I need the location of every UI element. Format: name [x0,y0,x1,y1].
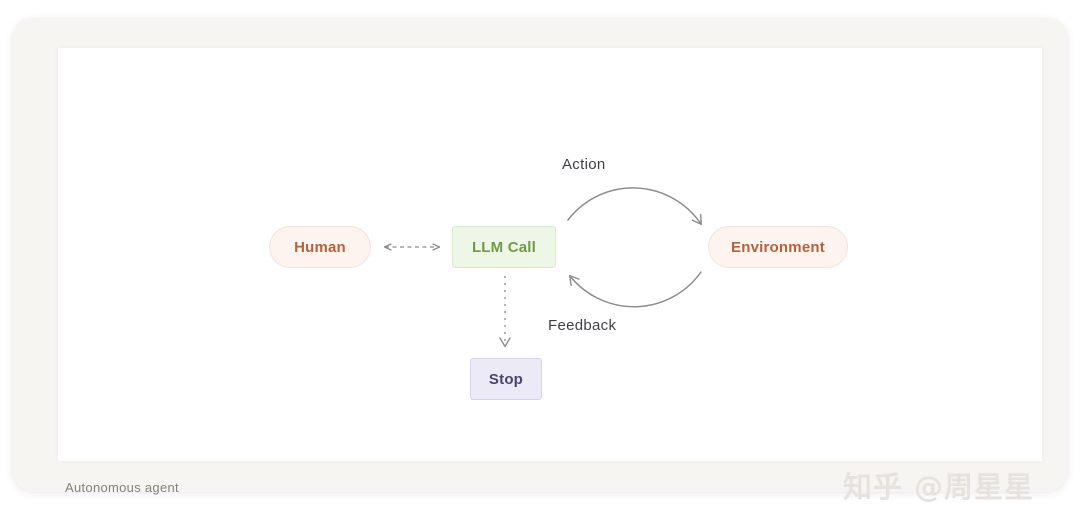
diagram-connectors: LLM Call : bidirectional dashed --> [383,187,702,348]
node-stop[interactable]: Stop [470,358,542,400]
edge-action [567,187,702,226]
node-environment-label: Environment [731,238,825,256]
watermark: 知乎 @周星星 [842,470,1034,504]
edge-label-action: Action [562,156,606,173]
node-llm-call[interactable]: LLM Call [452,226,556,268]
diagram-canvas: LLM Call : bidirectional dashed --> Huma… [58,48,1042,461]
diagram-caption: Autonomous agent [65,480,179,495]
node-human-label: Human [294,238,346,256]
node-human[interactable]: Human [269,226,371,268]
node-environment[interactable]: Environment [708,226,848,268]
node-stop-label: Stop [488,370,524,388]
node-llm-call-label: LLM Call [471,238,537,256]
diagram-card: LLM Call : bidirectional dashed --> Huma… [12,18,1068,504]
edge-label-feedback: Feedback [548,317,617,334]
edge-feedback [568,271,702,308]
